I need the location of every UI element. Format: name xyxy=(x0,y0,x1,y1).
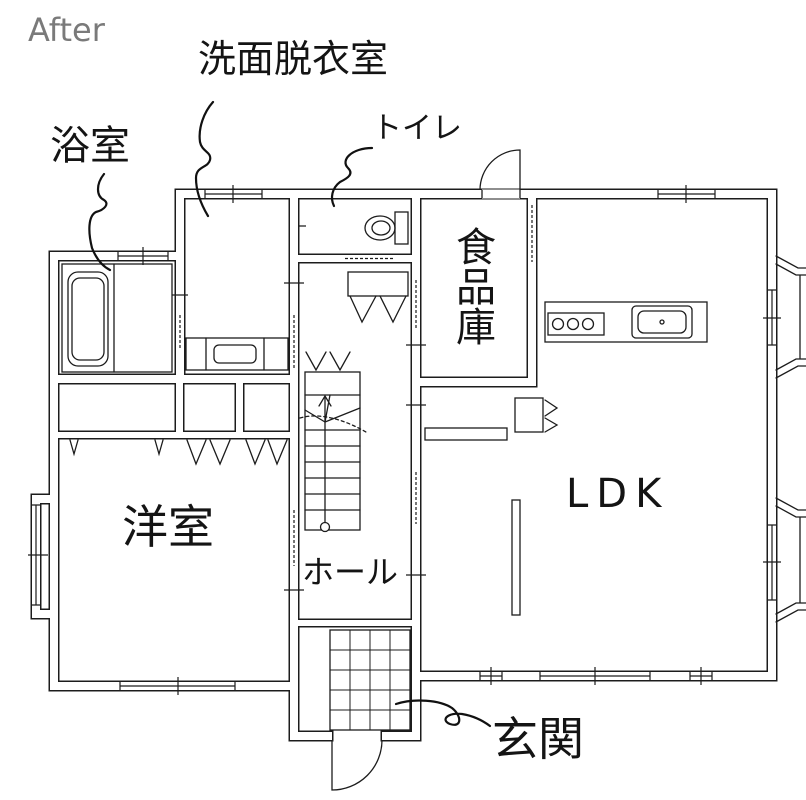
window-ldk-top xyxy=(657,185,716,203)
door-gap xyxy=(528,205,536,262)
label-ldk: LDK xyxy=(566,471,670,517)
stair-cut-line xyxy=(299,415,367,433)
door-front-entrance xyxy=(331,739,383,791)
ldk-storage xyxy=(514,397,544,433)
kitchen-counter xyxy=(544,301,708,343)
bathtub xyxy=(67,271,109,367)
burner xyxy=(566,317,580,331)
cooktop xyxy=(547,312,605,336)
leader-washroom xyxy=(194,100,215,218)
kitchen-sink xyxy=(631,305,693,339)
windows xyxy=(28,185,781,695)
leader-entrance xyxy=(394,699,492,728)
toilet-seat xyxy=(371,220,391,236)
ldk-cabinet xyxy=(424,427,508,441)
window-ldk-bottom xyxy=(539,667,651,685)
washbasin-counter xyxy=(185,337,289,371)
label-pantry: 食品庫 xyxy=(449,226,495,346)
hall-storage xyxy=(347,271,409,297)
stair-bifold-door xyxy=(305,351,351,372)
bath-unit xyxy=(61,263,173,373)
burner xyxy=(581,317,595,331)
closet-door xyxy=(69,439,164,457)
window-ldk-bottom xyxy=(689,667,713,685)
stair-arrowhead xyxy=(318,394,332,407)
window-washroom xyxy=(204,185,263,203)
toilet-bowl xyxy=(364,215,396,241)
stairs xyxy=(304,371,361,531)
label-washroom: 洗面脱衣室 xyxy=(198,37,389,81)
burner xyxy=(551,317,565,331)
door-rear-entry xyxy=(479,149,521,191)
label-western-room: 洋室 xyxy=(122,500,214,554)
wall-tick xyxy=(172,225,426,591)
bay-window-right-upper xyxy=(775,255,806,379)
sink-drain xyxy=(659,319,665,325)
fixtures xyxy=(61,211,806,731)
window-ldk-bottom xyxy=(479,667,503,685)
bathtub-inner xyxy=(71,277,105,361)
label-bath: 浴室 xyxy=(50,123,130,169)
ldk-peninsula xyxy=(511,499,521,616)
leader-bath xyxy=(88,172,112,272)
label-toilet: トイレ xyxy=(372,111,462,146)
kitchen-sink-bowl xyxy=(637,310,687,334)
washbasin xyxy=(213,344,257,364)
door-gap xyxy=(482,189,520,199)
sliding-doors xyxy=(176,205,536,566)
swing-doors xyxy=(331,149,521,791)
window-ldk-right xyxy=(763,524,781,601)
leader-toilet xyxy=(330,146,374,208)
storage-bifold-door xyxy=(349,295,407,324)
closet-bifold-door xyxy=(245,439,288,466)
door-jamb xyxy=(481,190,521,198)
label-hall: ホール xyxy=(302,553,399,591)
closet-bifold-door xyxy=(186,439,231,466)
toilet-tank xyxy=(394,211,409,245)
entrance-tile-grid xyxy=(329,629,411,731)
stair-start-marker xyxy=(319,521,331,533)
bay-window-right-lower xyxy=(775,497,806,623)
leader-lines xyxy=(88,100,492,728)
window-western-bay xyxy=(28,504,48,606)
page-title: After xyxy=(28,11,105,49)
ldk-storage-bifold-door xyxy=(544,399,559,433)
window-bath xyxy=(117,247,169,265)
window-western-bottom xyxy=(119,677,236,695)
label-entrance: 玄関 xyxy=(492,712,584,766)
window-ldk-right xyxy=(763,289,781,346)
